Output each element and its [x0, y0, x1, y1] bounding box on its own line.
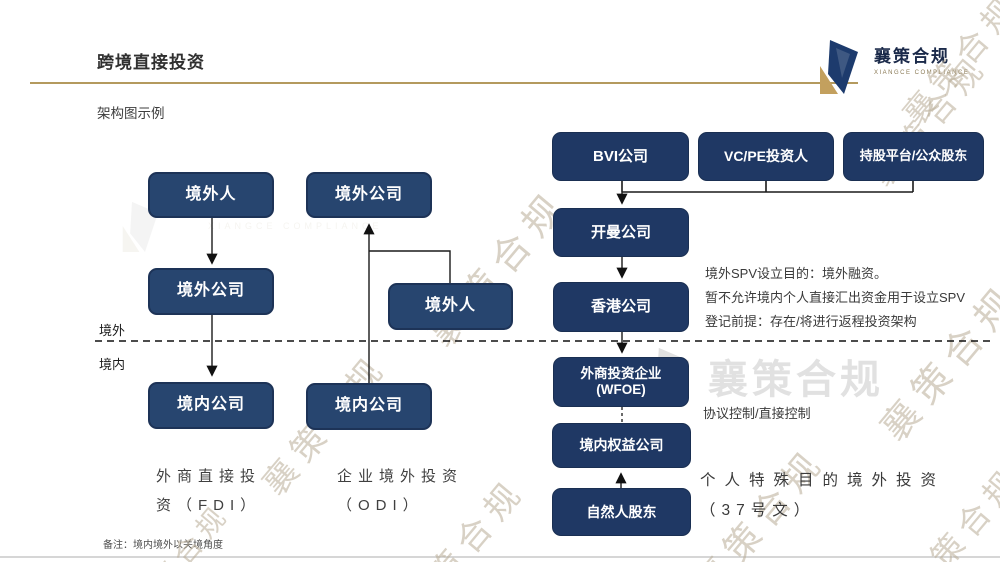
spv-caption-line2: （37号文） [700, 502, 816, 519]
spv-caption-line1: 个人特殊目的境外投资 [700, 472, 946, 489]
odi-box-domestic-company: 境内公司 [306, 383, 432, 430]
logo-tagline: XIANGCE COMPLIANCE [874, 70, 970, 76]
spv-box-wfoe-line2: (WFOE) [596, 382, 646, 397]
page-title: 跨境直接投资 [97, 53, 205, 72]
company-logo: 襄策合规 XIANGCE COMPLIANCE [820, 38, 969, 94]
spv-box-natural-person: 自然人股东 [552, 488, 691, 536]
fdi-caption: 外商直接投 资（FDI） [156, 462, 261, 520]
spv-box-wfoe: 外商投资企业 (WFOE) [553, 357, 689, 407]
logo-text: 襄策合规 XIANGCE COMPLIANCE [874, 38, 970, 77]
footer-divider [0, 556, 1000, 558]
fdi-caption-line2: 资（FDI） [156, 497, 262, 514]
logo-name: 襄策合规 [874, 47, 950, 66]
spv-box-bvi: BVI公司 [552, 132, 689, 181]
odi-caption: 企业境外投资 （ODI） [337, 462, 463, 520]
diagram-subtitle: 架构图示例 [97, 106, 165, 121]
spv-box-vcpe: VC/PE投资人 [698, 132, 834, 181]
fdi-box-foreign-company: 境外公司 [148, 268, 274, 315]
fdi-box-domestic-company: 境内公司 [148, 382, 274, 429]
odi-box-foreign-company: 境外公司 [306, 172, 432, 218]
control-note: 协议控制/直接控制 [703, 406, 811, 421]
region-label-offshore: 境外 [99, 323, 126, 338]
odi-caption-line1: 企业境外投资 [337, 468, 464, 485]
spv-purpose-note: 境外SPV设立目的：境外融资。 暂不允许境内个人直接汇出资金用于设立SPV 登记… [705, 262, 965, 334]
spv-box-cayman: 开曼公司 [553, 208, 689, 257]
spv-note-line1: 境外SPV设立目的：境外融资。 [705, 266, 888, 281]
spv-box-wfoe-line1: 外商投资企业 [580, 366, 662, 382]
spv-note-line3: 登记前提：存在/将进行返程投资架构 [705, 314, 917, 329]
fdi-box-foreign-person: 境外人 [148, 172, 274, 218]
title-underline [30, 82, 858, 84]
odi-box-foreign-person: 境外人 [388, 283, 513, 330]
spv-box-domestic-equity: 境内权益公司 [552, 423, 691, 468]
odi-caption-line2: （ODI） [337, 497, 424, 514]
logo-mark-icon [820, 40, 858, 94]
spv-note-line2: 暂不允许境内个人直接汇出资金用于设立SPV [705, 290, 966, 305]
spv-box-hongkong: 香港公司 [553, 282, 689, 332]
spv-caption: 个人特殊目的境外投资 （37号文） [700, 466, 945, 526]
region-label-onshore: 境内 [99, 357, 126, 372]
fdi-caption-line1: 外商直接投 [156, 468, 262, 485]
footnote: 备注：境内境外以关境角度 [103, 540, 223, 551]
spv-box-holding-platform: 持股平台/公众股东 [843, 132, 984, 181]
